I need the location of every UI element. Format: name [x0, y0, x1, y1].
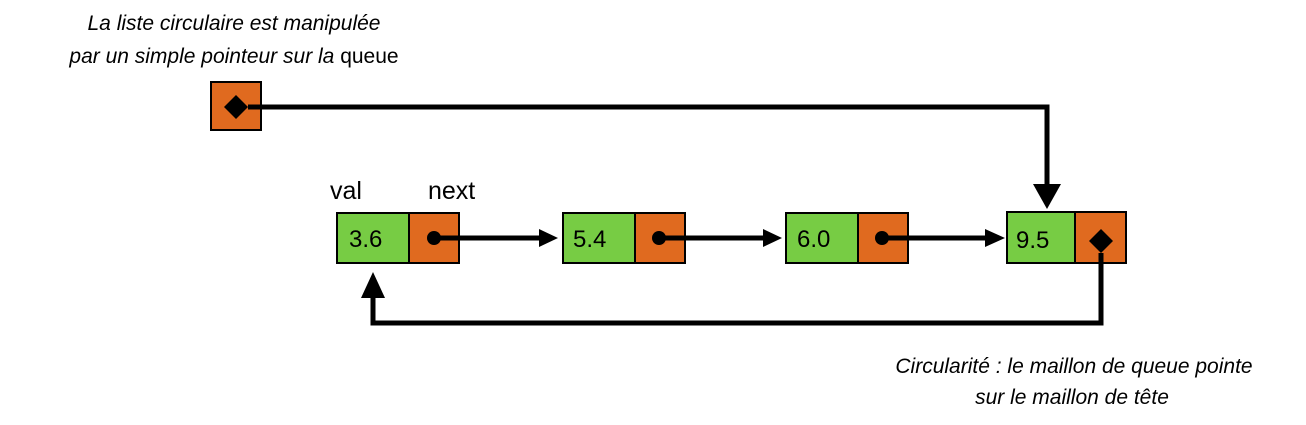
node-value: 5.4 — [573, 226, 606, 253]
node-value-cell — [562, 212, 636, 264]
list-node-4: 9.5 — [1006, 211, 1127, 264]
node-value: 3.6 — [349, 226, 382, 253]
node-value: 9.5 — [1016, 227, 1049, 254]
caption-top-line2: par un simple pointeur sur la queue — [68, 45, 398, 68]
caption-top-line2-italic: par un simple pointeur sur la — [68, 45, 340, 68]
caption-bottom-line1: Circularité : le maillon de queue pointe — [895, 355, 1252, 378]
arrowhead-2 — [763, 229, 782, 247]
header-next: next — [428, 177, 475, 205]
pointer-diamond-icon — [1089, 229, 1113, 253]
list-node-3: 6.0 — [785, 212, 909, 264]
circular-link-arrowhead — [361, 272, 385, 298]
tail-pointer-arrowhead — [1033, 184, 1061, 209]
node-value-cell — [785, 212, 859, 264]
header-val: val — [330, 177, 362, 205]
node-value-cell — [1006, 211, 1076, 264]
node-value: 6.0 — [797, 226, 830, 253]
caption-top-line2-plain: queue — [340, 45, 398, 68]
caption-bottom-line2: sur le maillon de tête — [975, 386, 1169, 409]
circular-link-line — [370, 253, 1104, 326]
node-value-cell — [336, 212, 410, 264]
arrowhead-1 — [539, 229, 558, 247]
caption-top-line1: La liste circulaire est manipulée — [88, 12, 381, 35]
arrowhead-3 — [985, 229, 1005, 247]
tail-pointer-line — [248, 104, 1050, 185]
tail-pointer-diamond-icon — [224, 95, 248, 119]
